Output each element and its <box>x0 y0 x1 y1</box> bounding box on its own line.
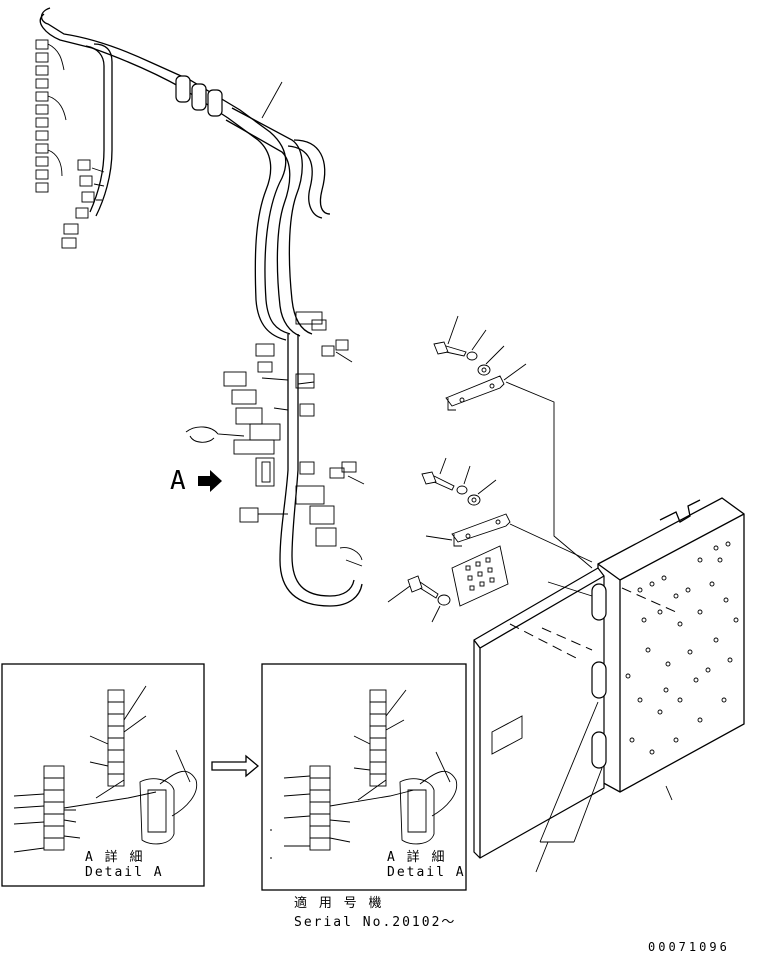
detail-caption-left: A 詳 細 Detail A <box>85 846 164 880</box>
detail-caption-right-en: Detail A <box>387 865 466 880</box>
applicability-serial: Serial No.20102～ <box>294 915 457 930</box>
wiring-harness <box>35 7 365 607</box>
document-number: 00071096 <box>648 940 730 954</box>
detail-a-box-left <box>1 663 205 887</box>
applicability-jp: 適 用 号 機 <box>294 896 384 911</box>
hardware-parts <box>387 315 527 623</box>
detail-caption-right-jp: A 詳 細 <box>387 850 447 865</box>
control-box <box>597 497 745 801</box>
detail-caption-right: A 詳 細 Detail A <box>387 846 466 880</box>
view-marker-label: A <box>170 466 186 496</box>
transition-arrow-icon <box>211 754 260 778</box>
detail-a-box-right <box>261 663 467 891</box>
view-arrow-icon <box>198 470 222 492</box>
alignment-lines <box>505 381 677 661</box>
cover-panel <box>473 567 607 873</box>
detail-caption-left-jp: A 詳 細 <box>85 850 145 865</box>
applicability-note: 適 用 号 機 Serial No.20102～ <box>294 892 456 930</box>
detail-caption-left-en: Detail A <box>85 865 164 880</box>
